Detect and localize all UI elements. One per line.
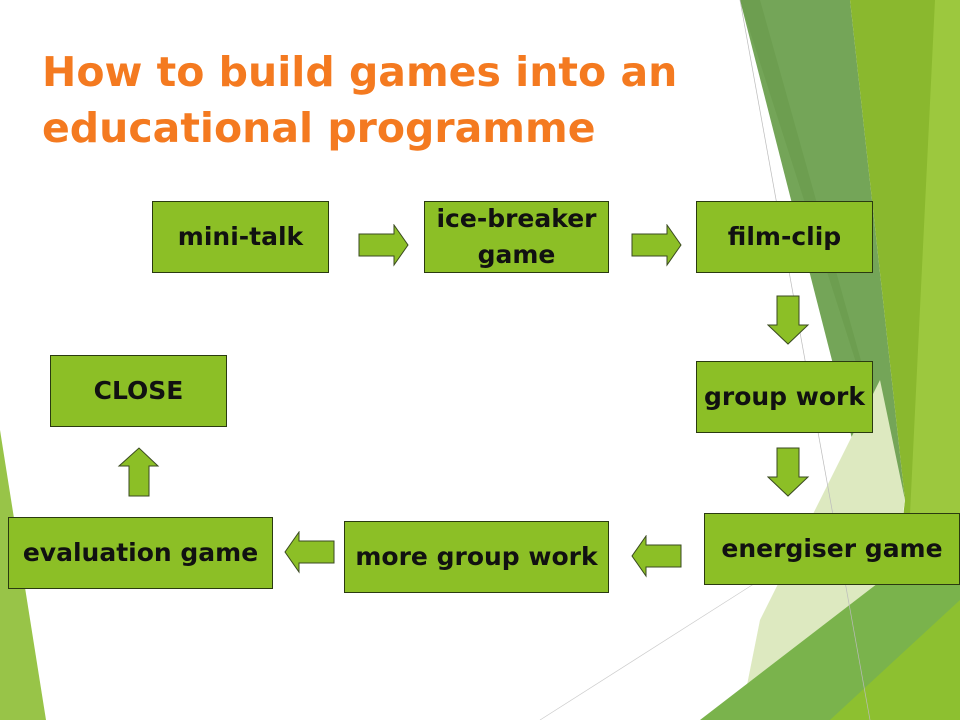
- arrow-down-icon: [767, 447, 810, 497]
- step-evaluation-game: evaluation game: [8, 517, 273, 589]
- step-more-group-work: more group work: [344, 521, 609, 593]
- step-ice-breaker-game: ice-breaker game: [424, 201, 609, 273]
- step-close: CLOSE: [50, 355, 227, 427]
- step-film-clip: film-clip: [696, 201, 873, 273]
- arrow-left-icon: [284, 531, 335, 574]
- arrow-right-icon: [631, 224, 682, 267]
- step-energiser-game: energiser game: [704, 513, 960, 585]
- step-group-work: group work: [696, 361, 873, 433]
- arrow-right-icon: [358, 224, 409, 267]
- arrow-left-icon: [631, 535, 682, 578]
- arrow-down-icon: [767, 295, 810, 345]
- step-mini-talk: mini-talk: [152, 201, 329, 273]
- arrow-up-icon: [117, 447, 160, 497]
